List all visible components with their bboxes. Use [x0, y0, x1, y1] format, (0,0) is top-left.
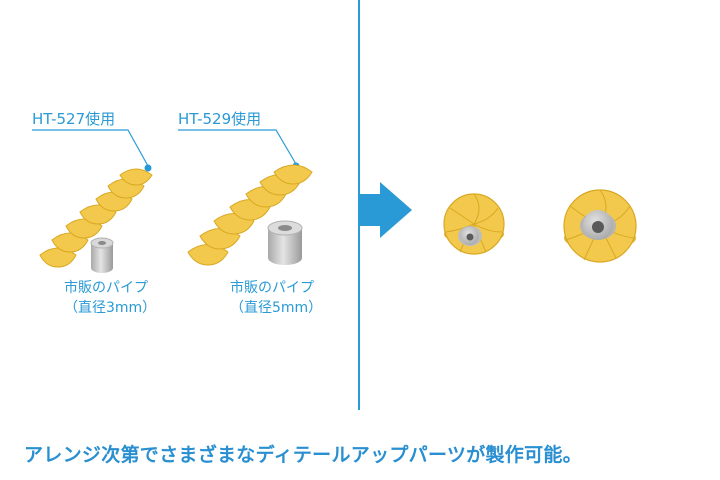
pipe-5mm	[267, 220, 303, 265]
pipe-3mm-label-line1: 市販のパイプ	[64, 280, 148, 296]
petal-strip-1	[39, 168, 153, 268]
pipe-5mm-label: 市販のパイプ （直径5mm）	[230, 278, 322, 318]
pipe-3mm-label-line2: （直径3mm）	[64, 300, 157, 316]
callout-dot-1	[144, 164, 152, 172]
callout-leader-2	[178, 129, 297, 165]
arrow-right-icon	[360, 182, 412, 238]
callout-label-ht529: HT-529使用	[178, 110, 262, 128]
petal-strip-2	[187, 164, 313, 266]
footer-caption: アレンジ次第でさまざまなディテールアップパーツが製作可能。	[24, 444, 582, 466]
assembled-wheel-large	[563, 189, 637, 263]
callout-label-ht527: HT-527使用	[32, 110, 116, 128]
callout-leader-1	[32, 129, 149, 167]
pipe-3mm-label: 市販のパイプ （直径3mm）	[64, 278, 156, 318]
pipe-5mm-label-line2: （直径5mm）	[230, 300, 323, 316]
panel-divider	[358, 0, 360, 410]
assembled-wheel-small	[443, 193, 505, 255]
pipe-3mm	[90, 237, 114, 273]
pipe-5mm-label-line1: 市販のパイプ	[230, 280, 314, 296]
